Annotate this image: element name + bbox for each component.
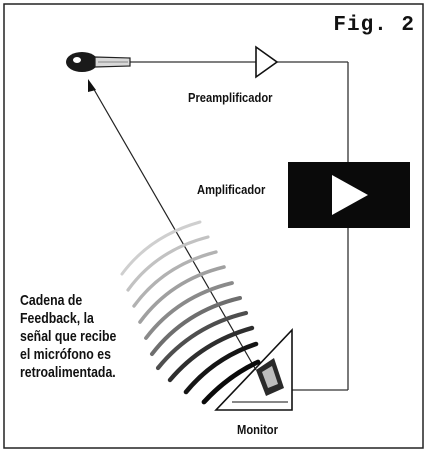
amplifier-play-icon — [332, 175, 368, 215]
sound-waves-icon — [120, 220, 261, 405]
figure-border — [3, 3, 424, 449]
sound-wave — [150, 296, 242, 356]
preamp-label: Preamplificador — [188, 90, 273, 105]
caption-line: Cadena de — [20, 292, 83, 309]
microphone-icon — [66, 52, 131, 72]
monitor-speaker-icon — [214, 327, 293, 411]
caption: Cadena de Feedback, la señal que recibe … — [20, 292, 159, 382]
amplifier-block — [288, 162, 410, 228]
figure-label: Fig. 2 — [333, 14, 415, 37]
caption-line: retroalimentada. — [20, 364, 116, 381]
caption-line: el micrófono es — [20, 346, 111, 363]
sound-wave — [138, 265, 226, 324]
sound-wave — [126, 235, 210, 292]
monitor-label: Monitor — [237, 422, 278, 437]
sound-wave — [183, 341, 259, 395]
signal-wire — [130, 61, 349, 391]
sound-wave — [144, 281, 234, 340]
sound-wave — [155, 310, 249, 371]
caption-line: Feedback, la — [20, 310, 94, 327]
amplifier-label: Amplificador — [197, 182, 266, 197]
sound-wave — [167, 325, 255, 383]
sound-wave — [120, 220, 202, 276]
sound-wave — [201, 359, 261, 405]
caption-line: señal que recibe — [20, 328, 117, 345]
feedback-arrow-icon — [88, 79, 257, 371]
preamp-triangle-icon — [255, 45, 279, 79]
sound-wave — [132, 250, 218, 308]
